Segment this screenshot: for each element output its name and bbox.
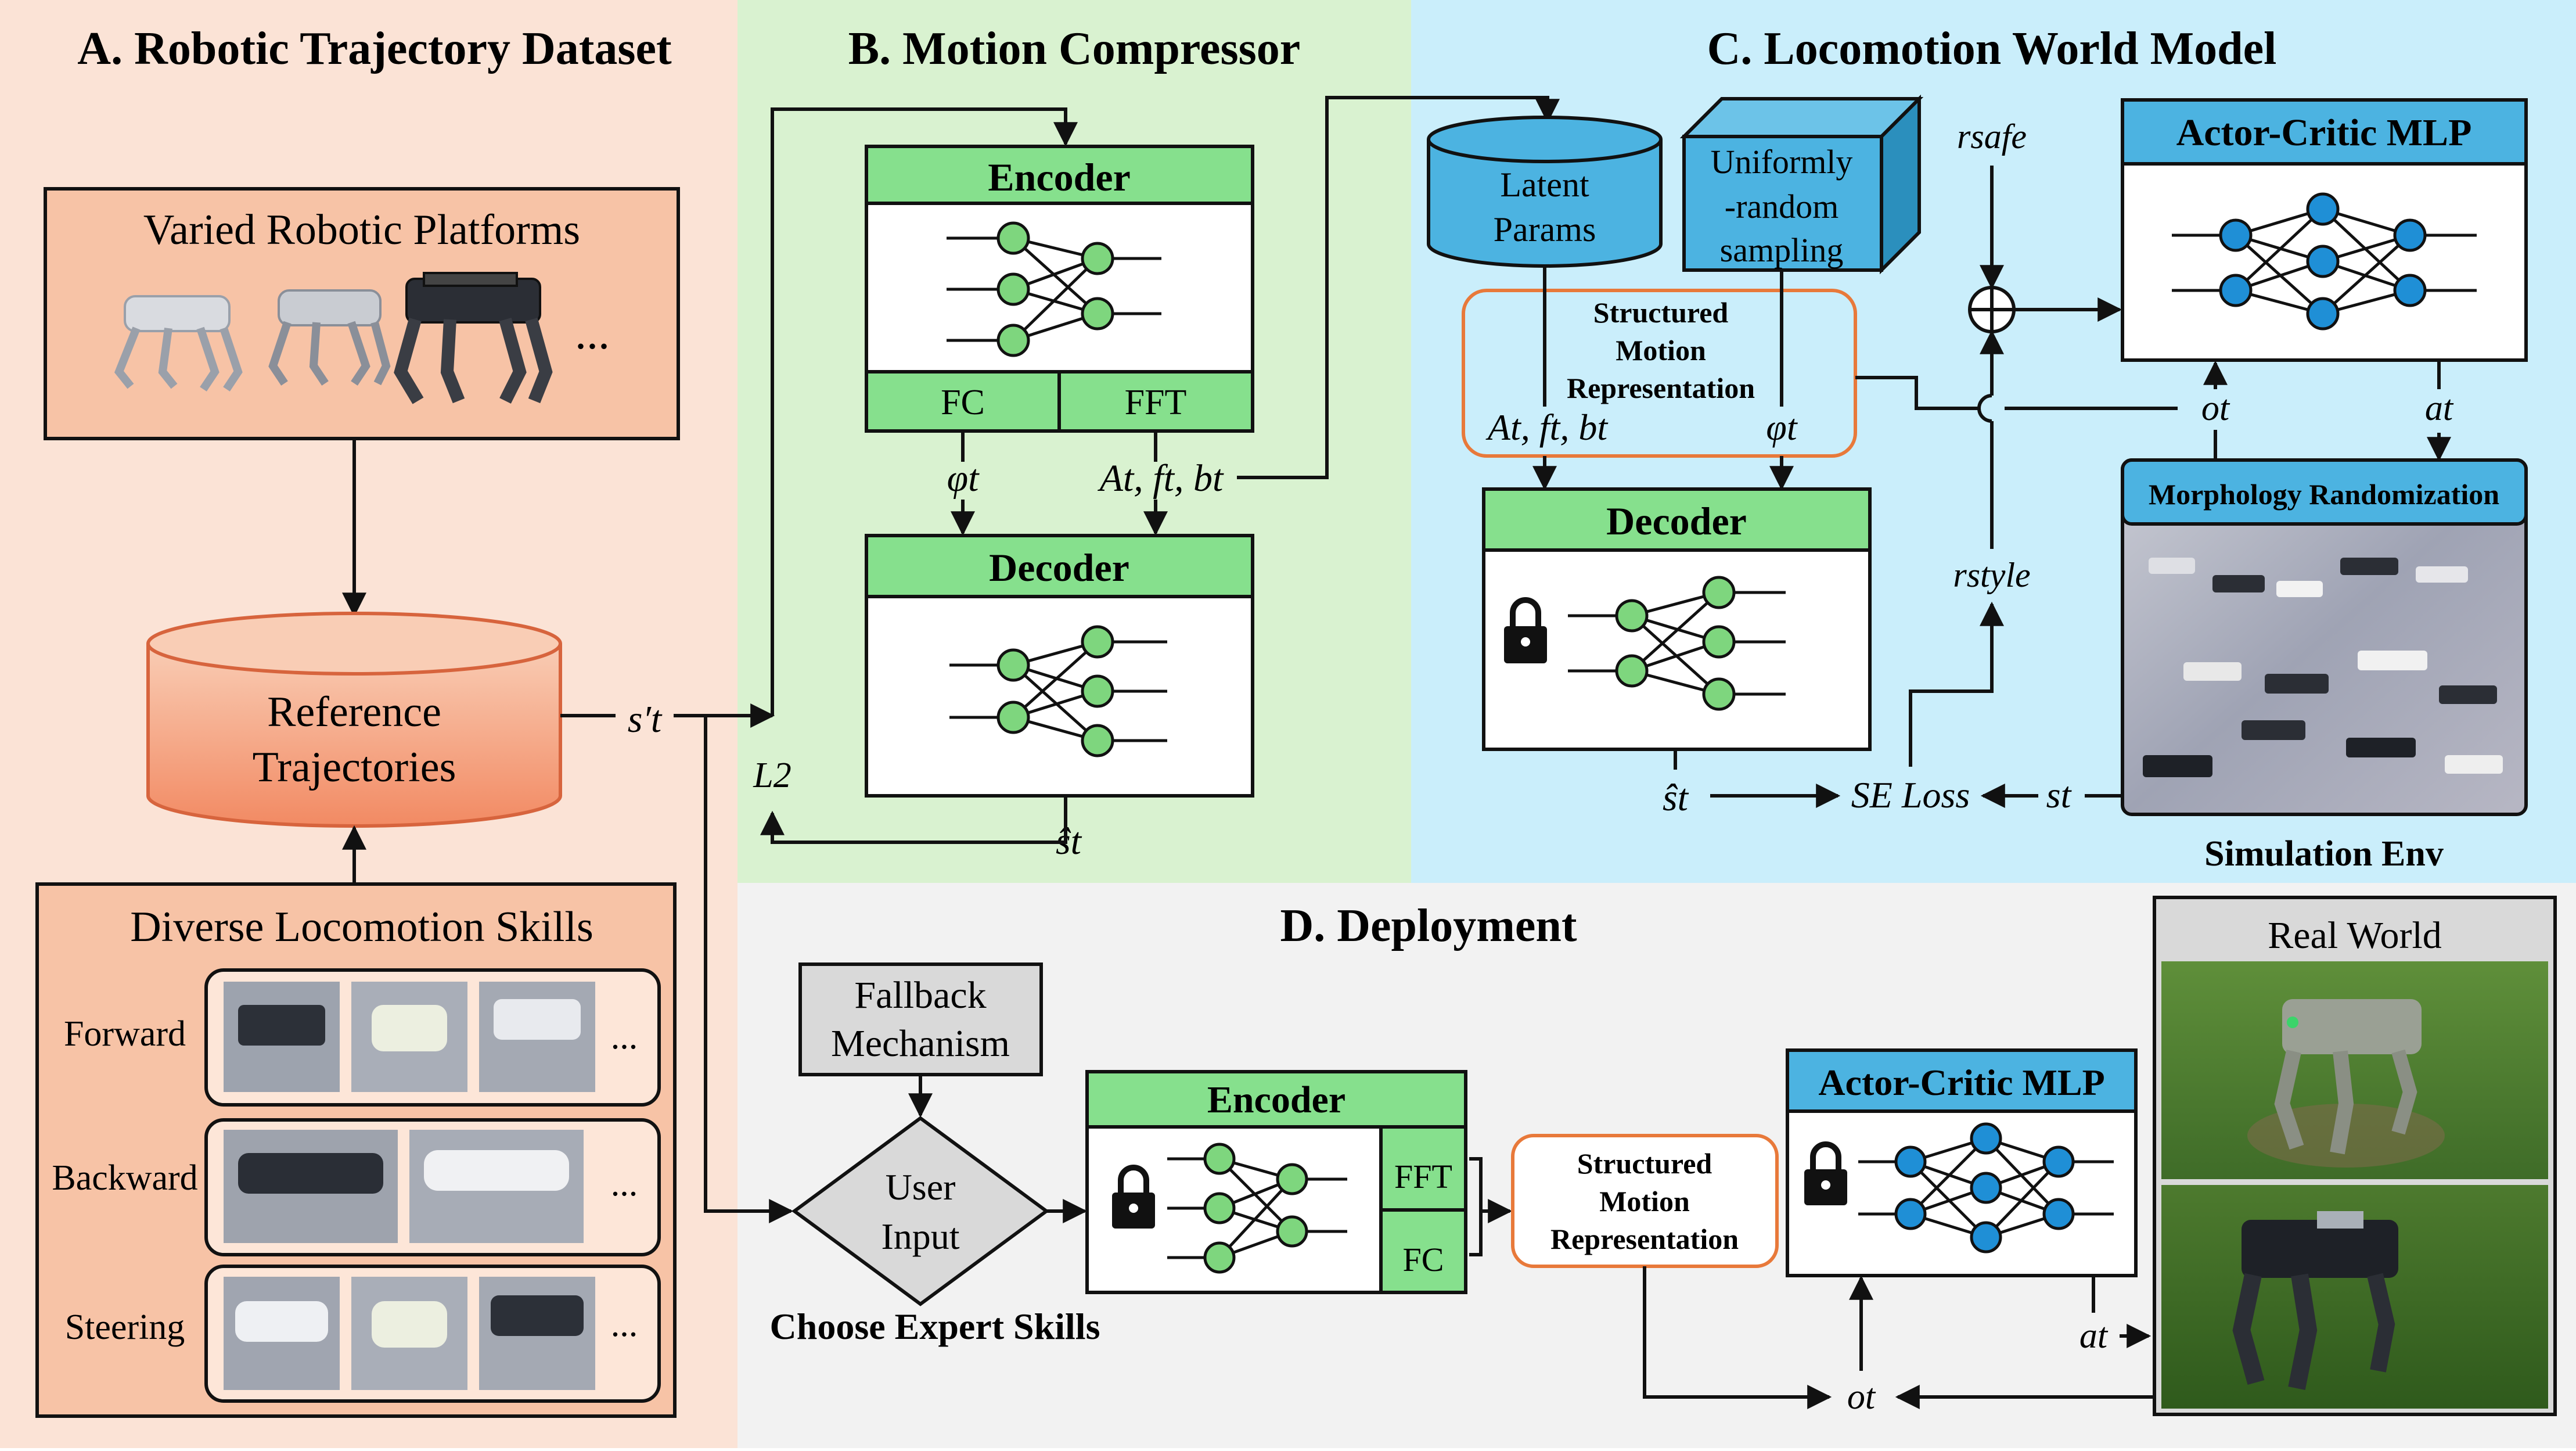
user-input-label-1: User	[886, 1166, 956, 1208]
skill-label-backward: Backward	[52, 1158, 197, 1198]
encoder-d-title: Encoder	[1207, 1079, 1345, 1121]
smr-c-line2: Motion	[1616, 334, 1706, 367]
skill-label-steering: Steering	[65, 1308, 185, 1347]
smr-d-line3: Representation	[1550, 1223, 1739, 1255]
se-loss-label: SE Loss	[1851, 774, 1970, 816]
fallback-label-1: Fallback	[854, 974, 986, 1017]
uniform-label-3: sampling	[1720, 231, 1844, 269]
decoder-c-title: Decoder	[1606, 499, 1747, 543]
actor-critic-c-title: Actor-Critic MLP	[2176, 112, 2472, 154]
lock-icon-d	[1112, 1165, 1155, 1229]
choose-expert-skills-label: Choose Expert Skills	[770, 1306, 1100, 1347]
reference-trajectories-label-1: Reference	[267, 688, 441, 736]
smr-d-line2: Motion	[1599, 1185, 1690, 1217]
phi-label-b: φt	[947, 457, 980, 500]
skill-more-forward: ...	[611, 1017, 638, 1057]
platform-robot-3	[394, 272, 553, 404]
s-label-c: st	[2046, 774, 2073, 816]
r-style-label: rstyle	[1953, 556, 2030, 594]
sum-node	[1968, 286, 2016, 333]
simulation-robots	[2143, 558, 2503, 777]
user-input-label-2: Input	[881, 1216, 959, 1257]
platform-robot-1	[114, 295, 243, 392]
smr-c-line1: Structured	[1593, 296, 1729, 329]
s-prime-label: s′t	[628, 698, 663, 741]
a-label-d: at	[2079, 1316, 2109, 1356]
encoder-b-fc-label: FC	[941, 383, 985, 422]
afb-label-b: At, ft, bt	[1098, 457, 1224, 500]
smr-d-line1: Structured	[1577, 1147, 1712, 1180]
real-world-label: Real World	[2268, 914, 2442, 957]
encoder-b-title: Encoder	[988, 155, 1131, 199]
smr-c-line3: Representation	[1567, 372, 1755, 404]
skill-more-steering: ...	[611, 1305, 638, 1344]
latent-params-label-1: Latent	[1500, 166, 1589, 204]
fallback-box	[798, 962, 1043, 1076]
panel-b-title: B. Motion Compressor	[848, 23, 1300, 74]
o-label-c: ot	[2201, 389, 2230, 428]
actor-critic-d-title: Actor-Critic MLP	[1818, 1062, 2104, 1103]
encoder-d-fft-label: FFT	[1394, 1158, 1452, 1195]
reference-trajectories-cylinder	[146, 612, 562, 828]
morphology-title: Morphology Randomization	[2149, 478, 2499, 511]
smr-box-c	[1462, 289, 1857, 458]
decoder-c-network-icon	[1568, 576, 1786, 711]
simulation-env-label: Simulation Env	[2204, 834, 2444, 874]
panel-a-title: A. Robotic Trajectory Dataset	[77, 23, 672, 74]
lock-icon-d2	[1804, 1141, 1847, 1205]
encoder-b-network-icon	[947, 221, 1161, 357]
platforms-title: Varied Robotic Platforms	[143, 206, 580, 254]
skills-title: Diverse Locomotion Skills	[130, 903, 593, 951]
o-label-d: ot	[1847, 1377, 1876, 1417]
decoder-b-title: Decoder	[989, 545, 1129, 590]
platforms-ellipsis: ...	[575, 308, 610, 359]
afb-label-c: At, ft, bt	[1485, 407, 1609, 448]
s-hat-label-c: ŝt	[1663, 777, 1689, 819]
real-world-robot-2	[2232, 1211, 2398, 1390]
a-label-c: at	[2425, 389, 2454, 428]
platform-robot-2	[268, 289, 391, 386]
reference-trajectories-label-2: Trajectories	[253, 744, 456, 791]
uniform-label-2: -random	[1725, 188, 1839, 225]
encoder-b-fft-label: FFT	[1125, 383, 1187, 422]
uniform-label-1: Uniformly	[1711, 143, 1853, 181]
latent-params-label-2: Params	[1494, 210, 1596, 249]
l2-label: L2	[753, 756, 791, 795]
real-world-robot-1	[2274, 999, 2422, 1155]
fallback-label-2: Mechanism	[831, 1022, 1010, 1065]
panel-d-title: D. Deployment	[1280, 900, 1577, 951]
encoder-d-fc-label: FC	[1403, 1241, 1444, 1278]
skill-more-backward: ...	[611, 1164, 638, 1204]
phi-label-c: φt	[1766, 407, 1798, 448]
latent-params-cylinder	[1427, 116, 1663, 268]
actor-critic-c-network-icon	[2172, 192, 2477, 331]
skill-label-forward: Forward	[64, 1014, 186, 1054]
user-input-diamond	[791, 1116, 1050, 1306]
uniform-sampling-cube	[1679, 94, 1924, 275]
actor-critic-d-network-icon	[1858, 1122, 2114, 1254]
panel-c-title: C. Locomotion World Model	[1707, 23, 2277, 74]
encoder-d-network-icon	[1167, 1143, 1347, 1274]
decoder-b-network-icon	[949, 625, 1167, 757]
r-safe-label: rsafe	[1957, 117, 2027, 156]
lock-icon	[1504, 597, 1547, 663]
